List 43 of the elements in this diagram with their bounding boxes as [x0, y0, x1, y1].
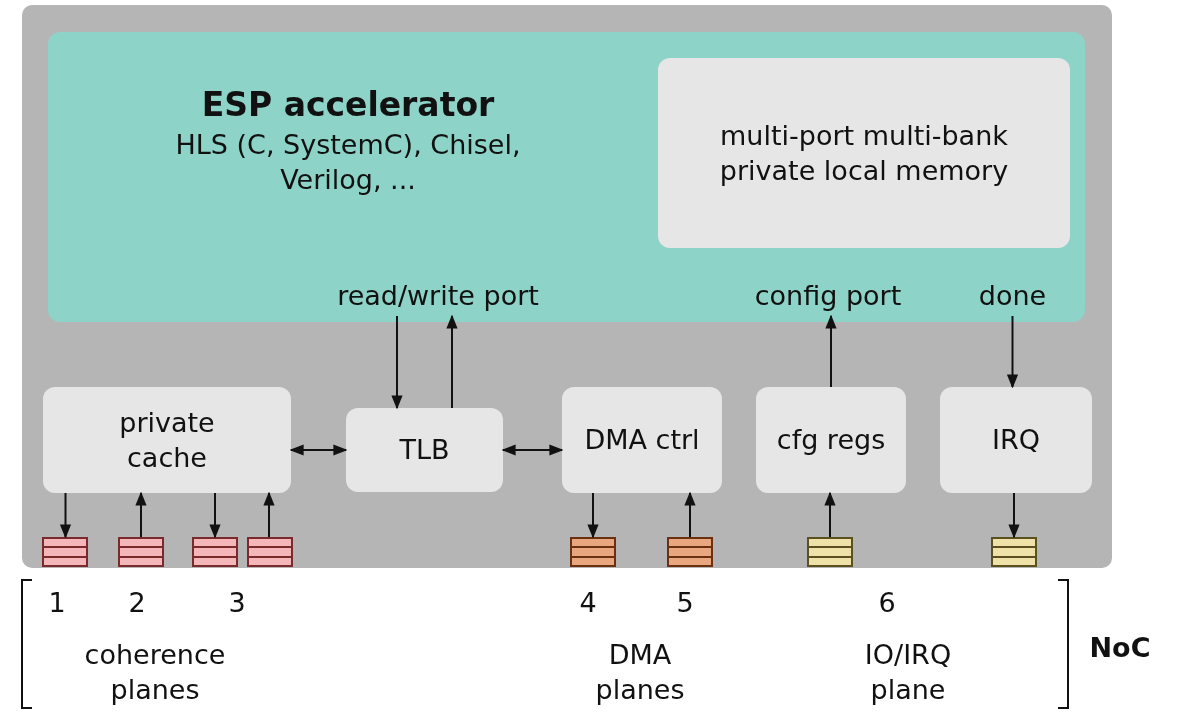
arrow	[501, 444, 564, 456]
plane-number: 3	[227, 586, 247, 620]
block-title: ESP accelerator	[200, 84, 496, 126]
plane-number: 1	[47, 586, 67, 620]
node-label: private cache	[118, 405, 216, 475]
accelerator-block	[48, 32, 1085, 322]
arrow	[59, 492, 72, 539]
register-box	[756, 387, 906, 493]
node-label: IRQ	[992, 423, 1040, 458]
arrow	[446, 314, 458, 409]
language-list: HLS (C, SystemC), Chisel, Verilog, ...	[133, 126, 563, 198]
arrow	[684, 491, 696, 538]
plane-caption: IO/IRQ plane	[863, 638, 953, 708]
arrow	[391, 315, 403, 410]
node-label: cfg regs	[776, 423, 886, 458]
tlb-box	[346, 408, 503, 492]
cache-box	[43, 387, 291, 493]
accelerator-tile	[22, 5, 1112, 568]
port-label: config port	[715, 276, 941, 316]
irq-box	[940, 387, 1092, 493]
arrow	[587, 492, 599, 539]
node-label: TLB	[399, 433, 450, 468]
arrow	[263, 491, 275, 538]
plane-caption: coherence planes	[83, 638, 227, 708]
node-label: DMA ctrl	[584, 423, 700, 458]
memory-block	[658, 58, 1070, 248]
plane-caption: DMA planes	[594, 638, 686, 708]
plane-number: 2	[127, 586, 147, 620]
arrow	[135, 491, 147, 538]
noc-label: NoC	[1088, 631, 1152, 665]
arrow	[1006, 315, 1019, 389]
arrow	[824, 491, 836, 538]
port-label: read/write port	[318, 276, 558, 316]
dma-controller-box	[562, 387, 722, 493]
arrow	[825, 314, 837, 388]
plane-number: 5	[675, 586, 695, 620]
arrow	[289, 444, 348, 456]
port-label: done	[955, 276, 1070, 316]
arrow	[209, 492, 221, 539]
node-label: multi-port multi-bank private local memory	[718, 118, 1010, 188]
plane-number: 4	[578, 586, 598, 620]
arrow	[1008, 492, 1020, 539]
plane-number: 6	[877, 586, 897, 620]
